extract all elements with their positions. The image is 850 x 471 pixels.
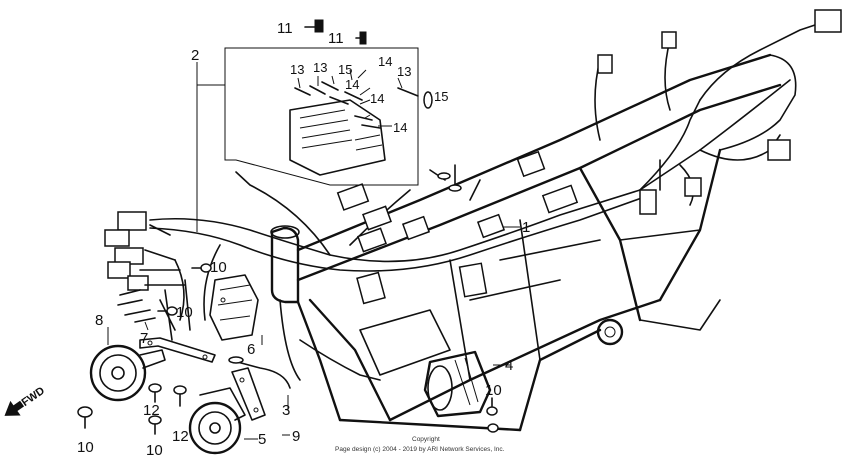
regulator-6 [209, 274, 259, 341]
callout-9: 9 [292, 428, 300, 445]
fwd-indicator: FWD [4, 385, 47, 416]
fwd-arrow-icon [4, 400, 25, 416]
copyright-notice: Copyright Page design (c) 2004 - 2019 by… [335, 436, 505, 453]
callout-8: 8 [95, 312, 103, 329]
horn-8 [89, 344, 166, 402]
callout-5: 5 [258, 431, 266, 448]
horn-5 [188, 387, 246, 455]
bracket-9 [231, 367, 266, 421]
callout-11-right: 11 [328, 30, 344, 47]
copyright-line-1: Copyright [412, 436, 440, 443]
fwd-label: FWD [20, 385, 47, 409]
bolts-11 [304, 19, 367, 45]
callout-labels: 1 2 3 4 5 6 7 8 9 10 10 10 10 10 11 11 1… [77, 20, 530, 459]
callout-14-b: 14 [345, 77, 359, 92]
copyright-line-2: Page design (c) 2004 - 2019 by ARI Netwo… [335, 446, 505, 453]
callout-2: 2 [191, 47, 199, 64]
callout-14-c: 14 [370, 91, 384, 106]
bolts-10 [77, 263, 499, 435]
frame [270, 53, 797, 432]
callout-13-b: 13 [313, 60, 327, 75]
callout-3: 3 [282, 402, 290, 419]
callout-1: 1 [522, 219, 530, 236]
callout-15-b: 15 [434, 89, 448, 104]
bracket-7 [139, 337, 216, 363]
callout-12-right: 12 [172, 428, 189, 445]
callout-13-c: 13 [397, 64, 411, 79]
callout-10-horn-bolt: 10 [77, 439, 94, 456]
callout-7: 7 [140, 330, 148, 347]
left-connector-cluster [104, 211, 191, 341]
callout-11-left: 11 [277, 20, 293, 37]
callout-14-d: 14 [393, 120, 407, 135]
connectors [336, 9, 842, 305]
fuse-box-detail [224, 47, 433, 186]
bolts-12 [148, 383, 187, 407]
callout-10-lower: 10 [146, 442, 163, 459]
callout-13-a: 13 [290, 62, 304, 77]
callout-14-a: 14 [378, 54, 392, 69]
callout-10-mid-left: 10 [176, 304, 193, 321]
leader-lines [107, 62, 520, 440]
callout-12-left: 12 [143, 402, 160, 419]
callout-10-coil-upper: 10 [485, 382, 502, 399]
callout-15-a: 15 [338, 62, 352, 77]
wire-3 [228, 356, 291, 389]
callout-10-upper-left: 10 [210, 259, 227, 276]
callout-6: 6 [247, 341, 255, 358]
callout-4: 4 [505, 357, 513, 374]
wiring-harness [149, 19, 831, 381]
ignition-coil-4 [423, 350, 492, 418]
